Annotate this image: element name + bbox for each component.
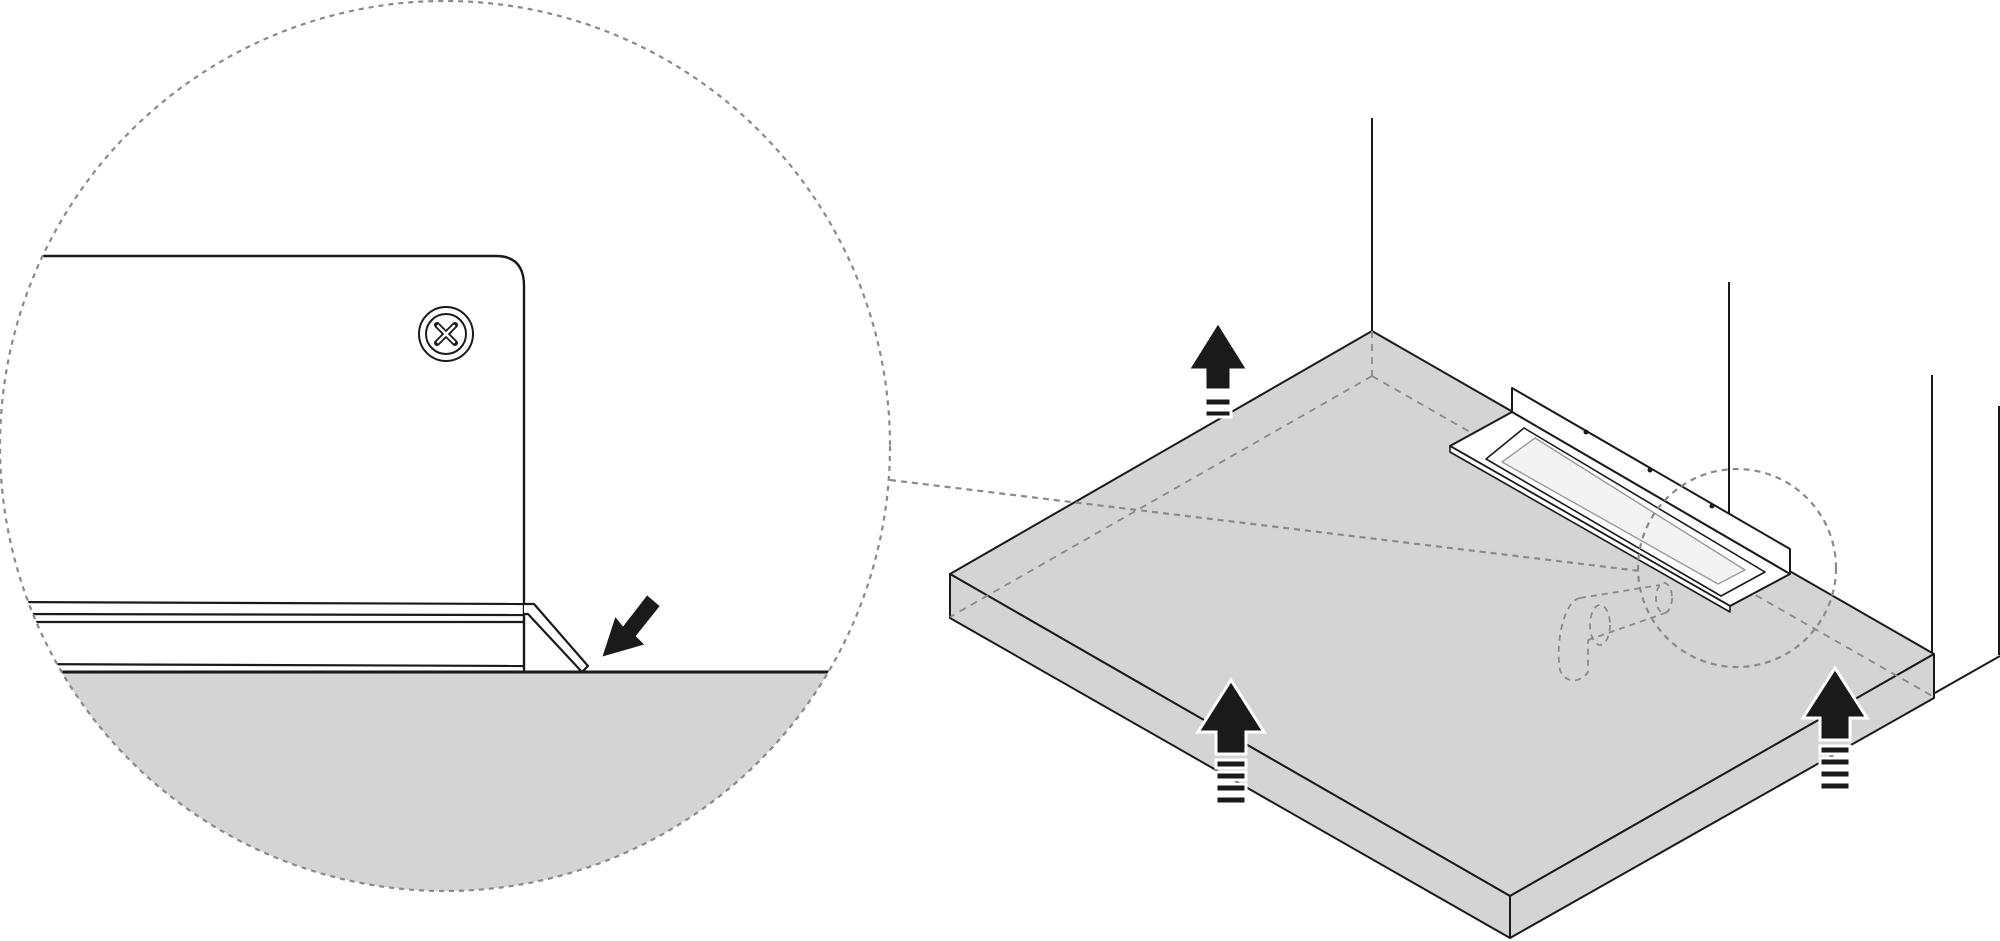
- magnified-detail-circle: [0, 0, 891, 892]
- callout-connector: [889, 478, 1641, 573]
- detail-locator-circle: [1636, 467, 1838, 669]
- lift-arrow-back: [1185, 319, 1251, 419]
- shower-tray: [949, 330, 1935, 939]
- flange-lip: [524, 602, 590, 674]
- corner-walls: [1371, 118, 2000, 695]
- lift-arrow-front-left: [1195, 677, 1267, 806]
- press-direction-arrow: [599, 592, 663, 660]
- waste-pipe: [1557, 582, 1673, 682]
- drain-channel: [1449, 387, 1791, 613]
- lift-arrow-front-right: [1800, 665, 1870, 792]
- cross-head-screw-icon: [418, 306, 474, 362]
